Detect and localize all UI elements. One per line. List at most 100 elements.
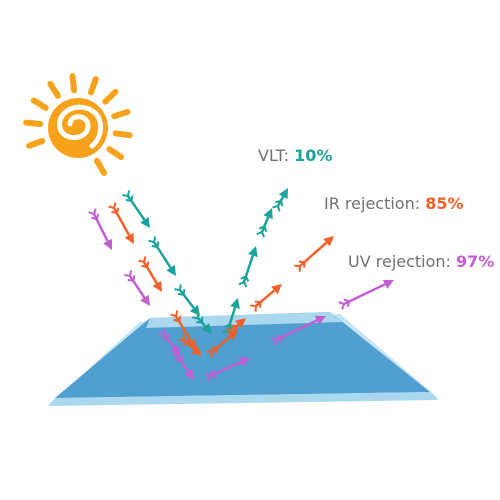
vlt-arrow-head	[166, 264, 176, 276]
uv-arrow-head	[314, 315, 326, 325]
sun-ray	[112, 130, 133, 139]
uv-arrow	[88, 208, 112, 250]
vlt-arrow-fletch	[125, 195, 134, 203]
sun-ray	[23, 119, 44, 128]
ir-arrow-head	[271, 284, 282, 295]
vlt-arrow-fletch	[238, 280, 248, 288]
sun-ray	[47, 80, 61, 99]
uv-arrow-fletch	[275, 334, 283, 344]
vlt-label-name: VLT:	[258, 146, 290, 165]
glass-pane	[48, 312, 438, 406]
ir-arrow-fletch	[206, 350, 214, 358]
ir-arrow-fletch	[141, 261, 150, 269]
ir-arrow-fletch	[298, 260, 306, 268]
vlt-arrow-shaft	[242, 255, 255, 283]
ir-arrow-head	[323, 236, 334, 247]
vlt-arrow-fletch	[196, 316, 204, 324]
uv-arrow	[124, 270, 150, 306]
ir-arrow	[178, 334, 202, 356]
uv-arrow-shaft	[92, 213, 109, 242]
ir-label-name: IR rejection:	[324, 194, 421, 213]
uv-label-name: UV rejection:	[348, 252, 451, 271]
ir-arrows	[108, 202, 334, 358]
uv-arrow-fletch	[127, 275, 136, 283]
sun-ray	[94, 157, 107, 177]
sun-ray	[26, 137, 46, 149]
uv-arrow-head	[238, 357, 250, 367]
glass-top-surface	[55, 312, 430, 398]
ir-arrow-fletch	[173, 315, 182, 323]
uv-arrow-head	[140, 294, 150, 306]
vlt-arrow-head	[140, 216, 150, 228]
vlt-arrow	[148, 236, 176, 276]
vlt-arrow-shaft	[126, 195, 146, 221]
ir-arrow-head	[124, 232, 134, 244]
ir-arrow	[294, 236, 334, 272]
vlt-arrow-shaft	[152, 241, 172, 269]
vlt-arrow-head	[201, 323, 212, 334]
vlt-arrow	[238, 246, 258, 288]
uv-arrow	[172, 350, 194, 380]
uv-arrows	[88, 208, 394, 382]
ir-arrow-fletch	[230, 324, 238, 332]
uv-arrow-fletch	[209, 370, 217, 380]
ir-arrow-head	[235, 318, 246, 329]
uv-arrow-head	[170, 344, 180, 356]
vlt-arrow-head	[263, 208, 273, 220]
uv-arrow	[158, 328, 180, 356]
sun-ray	[106, 146, 125, 161]
uv-arrow-shaft	[343, 283, 386, 306]
uv-arrow-shaft	[128, 275, 146, 299]
vlt-arrow-fletch	[177, 289, 186, 296]
ir-arrow-fletch	[226, 328, 234, 336]
ir-arrow-fletch	[111, 207, 120, 215]
uv-arrow-fletch	[172, 350, 181, 358]
sun-ray	[111, 108, 131, 120]
sun-ray	[102, 88, 119, 105]
vlt-arrow-shaft	[226, 307, 237, 331]
ir-arrow-fletch	[178, 334, 186, 342]
uv-arrow-head	[103, 238, 112, 250]
ir-label-value: 85%	[425, 194, 464, 213]
vlt-arrow-fletch	[275, 199, 284, 207]
uv-arrow-fletch	[204, 373, 212, 382]
vlt-arrow-fletch	[258, 225, 268, 233]
vlt-arrow	[192, 312, 212, 334]
ir-arrow-shaft	[255, 289, 276, 307]
vlt-arrow-fletch	[240, 274, 250, 282]
uv-arrow	[338, 279, 394, 310]
ir-arrow-fletch	[254, 300, 262, 308]
uv-label: UV rejection: 97%	[348, 252, 494, 271]
sun-icon	[23, 73, 133, 177]
sun-ray	[30, 97, 49, 111]
ir-arrow-fletch	[294, 264, 302, 272]
uv-arrow	[204, 357, 250, 382]
vlt-arrow	[256, 208, 273, 238]
vlt-arrow-fletch	[151, 241, 160, 249]
uv-arrow-head	[184, 368, 194, 380]
ir-arrow-fletch	[182, 338, 190, 346]
uv-arrow-fletch	[161, 333, 170, 340]
vlt-arrow-head	[278, 188, 288, 200]
vlt-arrow-fletch	[272, 204, 281, 212]
vlt-arrows	[122, 188, 288, 336]
uv-arrow	[270, 315, 326, 346]
uv-arrow-fletch	[158, 328, 166, 336]
uv-arrow-fletch	[338, 301, 346, 310]
sun-ray	[87, 76, 99, 96]
sun-ray	[69, 73, 78, 94]
ir-arrow	[226, 318, 246, 336]
ir-arrow-shaft	[142, 261, 158, 285]
ir-arrow-fletch	[170, 310, 179, 318]
glass-bottom-edge	[48, 392, 438, 406]
uv-arrow-head	[382, 279, 394, 289]
vlt-arrow-fletch	[174, 284, 182, 292]
vlt-arrow-fletch	[224, 322, 234, 330]
ir-arrow-shaft	[211, 335, 232, 353]
ir-arrow-head	[191, 345, 202, 356]
uv-arrow-shaft	[162, 333, 176, 349]
ir-arrow-fletch	[138, 256, 147, 264]
ir-arrow-head	[152, 280, 162, 292]
uv-arrow-fletch	[343, 298, 351, 308]
